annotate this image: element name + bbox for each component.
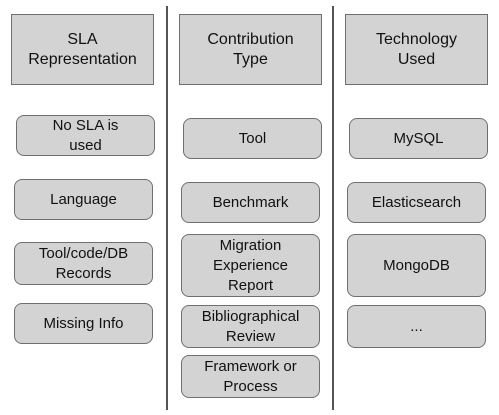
sla-representation-header: SLA Representation: [11, 14, 154, 85]
benchmark-box: Benchmark: [181, 182, 320, 223]
column-divider-2: [332, 6, 334, 410]
no-sla-is-used-box: No SLA is used: [16, 115, 155, 156]
mongodb-box: MongoDB: [347, 234, 486, 297]
missing-info-box: Missing Info: [14, 303, 153, 344]
elasticsearch-box: Elasticsearch: [347, 182, 486, 223]
technology-used-header: Technology Used: [345, 14, 488, 85]
mysql-box: MySQL: [349, 118, 488, 159]
column-divider-1: [166, 6, 168, 410]
tool-box: Tool: [183, 118, 322, 159]
ellipsis-box: ...: [347, 305, 486, 348]
framework-or-process-box: Framework or Process: [181, 355, 320, 398]
contribution-type-header: Contribution Type: [179, 14, 322, 85]
bibliographical-review-box: Bibliographical Review: [181, 305, 320, 348]
language-box: Language: [14, 179, 153, 220]
migration-experience-report-box: Migration Experience Report: [181, 234, 320, 297]
tool-code-db-records-box: Tool/code/DB Records: [14, 242, 153, 285]
